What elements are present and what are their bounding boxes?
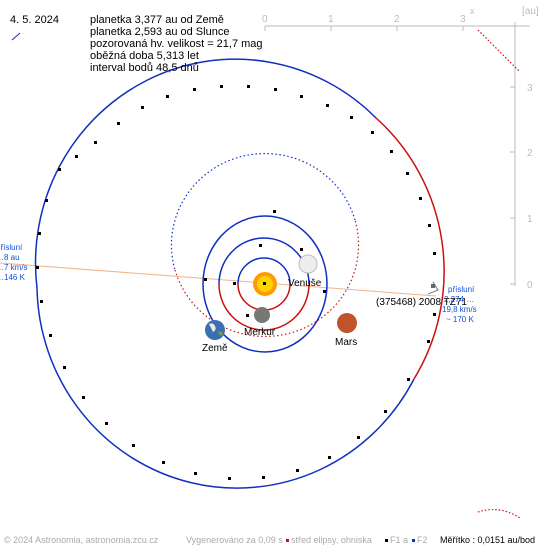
sun-icon <box>253 272 277 296</box>
info-line-1: planetka 3,377 au od Země <box>90 14 224 26</box>
perihelion-label: přísluní <box>448 285 475 294</box>
right-tick-2: 2 <box>527 148 533 159</box>
footer: © 2024 Astronomia, astronomia.zcu.cz Vyg… <box>0 532 550 550</box>
perihelion-note: přísluní 2,274 … 19,8 km/s ~ 170 K <box>442 285 477 324</box>
ellipse-center-legend: střed elipsy, ohniska <box>286 535 372 545</box>
scale-label: Měřítko : 0,0151 au/bod <box>440 535 536 545</box>
right-tick-1: 1 <box>527 214 533 225</box>
earth-orbit <box>202 215 328 353</box>
red-dot-icon <box>286 539 289 543</box>
generated-time: Vygenerováno za 0,09 s <box>186 535 283 545</box>
f1-text: F1 a <box>390 535 409 545</box>
mars-planet-icon <box>337 313 357 333</box>
blue-dot-icon <box>412 539 415 543</box>
perihelion-dist: 2,274 … <box>444 295 474 304</box>
f1-legend: F1 a <box>385 535 408 545</box>
f2-legend: F2 <box>412 535 428 545</box>
earth-label: Země <box>202 343 228 354</box>
asteroid-marker <box>427 281 439 295</box>
right-tick-3: 3 <box>527 83 533 94</box>
venus-planet-icon <box>298 254 318 274</box>
direction-arrow <box>11 32 21 41</box>
right-scale: 3 2 1 0 <box>510 22 533 291</box>
black-dot-icon <box>385 539 388 543</box>
info-line-3: pozorovaná hv. velikost = 21,7 mag <box>90 38 263 50</box>
earth-planet-icon <box>205 320 225 340</box>
info-line-5: interval bodů 48,5 dnů <box>90 62 199 74</box>
aphelion-line-2: …7 km/s <box>0 263 28 272</box>
info-line-4: oběžná doba 5,313 let <box>90 50 199 62</box>
top-tick-1: 1 <box>328 14 334 25</box>
top-scale: 0 1 2 3 x [au] <box>262 6 539 31</box>
asteroid-orbit <box>34 29 521 519</box>
mercury-planet-icon <box>254 307 270 323</box>
top-tick-2: 2 <box>394 14 400 25</box>
aphelion-note: přísluní …8 au …7 km/s …146 K <box>0 243 28 282</box>
mars-label: Mars <box>335 337 357 348</box>
f2-text: F2 <box>417 535 428 545</box>
aphelion-line-3: …146 K <box>0 273 26 282</box>
aphelion-line-1: …8 au <box>0 253 20 262</box>
right-tick-0: 0 <box>527 280 533 291</box>
venus-label: Venuše <box>288 278 322 289</box>
perihelion-temp: ~ 170 K <box>446 315 474 324</box>
asteroid-label: (375468) 2008 TZ71 <box>376 297 467 308</box>
aphelion-label: přísluní <box>0 243 23 252</box>
info-line-2: planetka 2,593 au od Slunce <box>90 26 230 38</box>
top-axis-label: x <box>470 6 475 16</box>
copyright-link[interactable]: © 2024 Astronomia, astronomia.zcu.cz <box>4 535 159 545</box>
top-tick-0: 0 <box>262 14 268 25</box>
orbit-point-marks <box>36 85 436 480</box>
top-tick-3: 3 <box>460 14 466 25</box>
line-of-apsides <box>0 262 437 297</box>
mercury-label: Merkur <box>244 327 276 338</box>
ellipse-center-text: střed elipsy, ohniska <box>291 535 372 545</box>
perihelion-speed: 19,8 km/s <box>442 305 477 314</box>
date-label: 4. 5. 2024 <box>10 14 59 26</box>
unit-label: [au] <box>522 6 539 17</box>
